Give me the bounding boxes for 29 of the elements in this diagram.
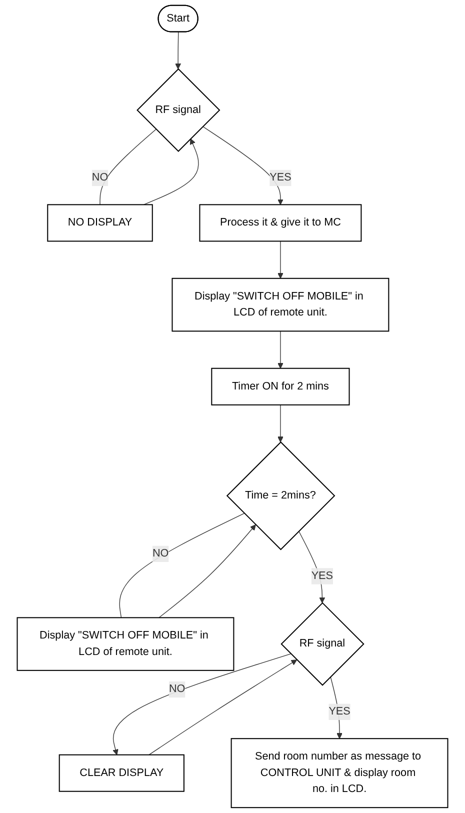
node-diamond: RF signal [280, 602, 364, 686]
arrow [112, 654, 292, 756]
node-box: CLEAR DISPLAY [58, 754, 184, 792]
edge-label: NO [152, 548, 169, 560]
edge-label: NO [92, 172, 108, 184]
edge-label: YES [270, 172, 292, 184]
arrow [277, 240, 284, 279]
node-box: Send room number as message to CONTROL UNIT & display room no. in LCD. [230, 738, 448, 808]
edge-label: YES [328, 706, 350, 718]
edge-label: NO [168, 683, 186, 695]
arrow [298, 530, 326, 604]
node-box: Timer ON for 2 mins [211, 368, 350, 406]
arrow [277, 404, 284, 442]
arrow [158, 524, 256, 618]
node-diamond: Time = 2mins? [226, 441, 336, 550]
arrow [202, 126, 284, 205]
arrow [148, 660, 298, 756]
node-box: Process it & give it to MC [199, 204, 362, 242]
edge-label: YES [311, 570, 333, 582]
node-diamond: RF signal [136, 68, 220, 152]
arrow [277, 330, 284, 369]
node-box: NO DISPLAY [47, 204, 153, 242]
connector [100, 128, 156, 205]
node-box: Display "SWITCH OFF MOBILE" in LCD of remote unit. [172, 278, 390, 332]
arrow [175, 32, 182, 70]
node-box: Display "SWITCH OFF MOBILE" in LCD of remote unit. [16, 617, 234, 671]
arrow [330, 676, 342, 739]
connector [119, 512, 245, 618]
arrow [143, 138, 199, 205]
